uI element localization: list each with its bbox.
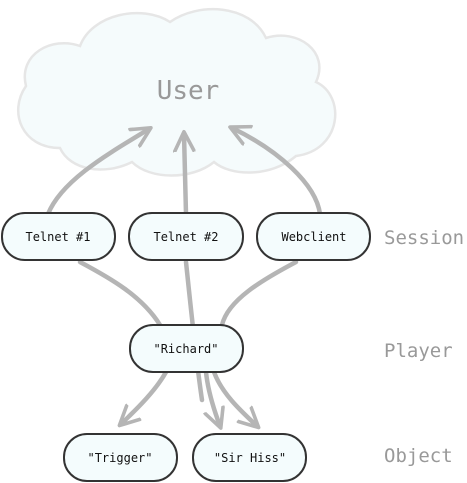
node-richard: "Richard": [129, 324, 244, 373]
connectors: [45, 128, 323, 426]
node-telnet2: Telnet #2: [128, 212, 244, 261]
user-cloud: User: [17, 7, 337, 177]
link-telnet1-to-richard: [77, 259, 163, 328]
node-trigger: "Trigger": [63, 433, 178, 482]
node-trigger-label: "Trigger": [87, 451, 152, 465]
arrow-telnet2-to-user: [184, 134, 186, 217]
arrow-telnet1-to-user: [45, 129, 149, 217]
arrow-richard-to-sirhiss-b: [211, 369, 257, 426]
node-sirhiss: "Sir Hiss": [192, 433, 307, 482]
arrow-richard-to-sirhiss-a: [206, 369, 220, 426]
tier-label-session: Session: [384, 227, 464, 249]
node-sirhiss-label: "Sir Hiss": [214, 451, 286, 465]
node-telnet1-label: Telnet #1: [25, 230, 90, 244]
node-telnet2-label: Telnet #2: [153, 230, 218, 244]
arrow-webclient-to-user: [232, 128, 323, 217]
arrow-richard-to-trigger: [121, 369, 169, 424]
tier-label-object: Object: [384, 445, 453, 467]
cloud-label: User: [157, 76, 220, 106]
link-webclient-to-richard: [219, 259, 299, 328]
node-telnet1: Telnet #1: [1, 212, 116, 261]
node-richard-label: "Richard": [153, 342, 218, 356]
node-webclient-label: Webclient: [281, 230, 346, 244]
node-webclient: Webclient: [256, 212, 371, 261]
tier-label-player: Player: [384, 340, 453, 362]
